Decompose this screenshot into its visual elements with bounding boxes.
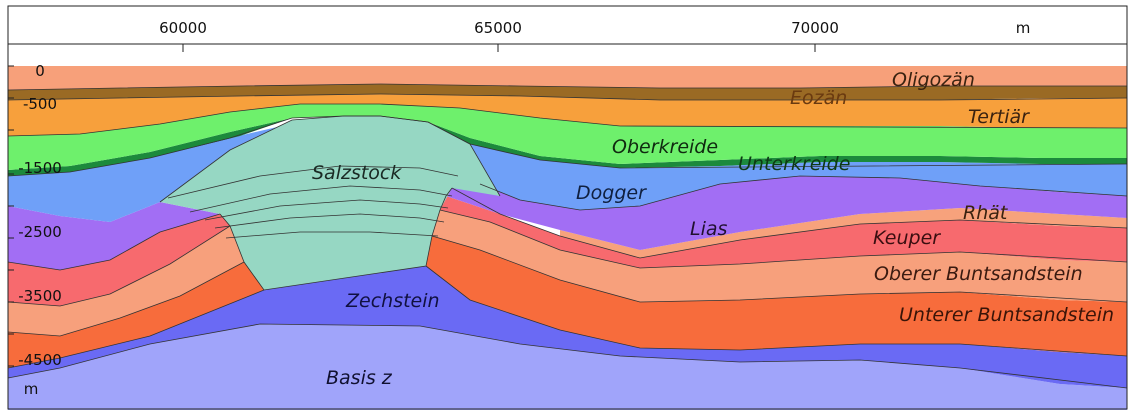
- label-lias: Lias: [690, 218, 728, 240]
- layer-salzstock: [160, 116, 500, 290]
- label-rhaet: Rhät: [963, 202, 1009, 224]
- layer-zechstein: [8, 266, 1127, 388]
- label-keuper: Keuper: [873, 227, 941, 249]
- y-tick-label: 0: [35, 62, 45, 80]
- layer-oligozaen: [8, 66, 1127, 90]
- layer-unterer-buntsandstein: [8, 236, 1127, 368]
- x-tick-label: 70000: [791, 19, 839, 37]
- label-basis: Basis z: [326, 367, 393, 389]
- y-axis-unit: m: [24, 380, 39, 398]
- label-salzstock: Salzstock: [312, 162, 402, 184]
- layer-rhaet: [560, 208, 1127, 258]
- layers: [8, 66, 1127, 410]
- x-axis-unit: m: [1016, 19, 1031, 37]
- layer-oberkreide: [8, 104, 1127, 170]
- axis-header-bg: [8, 6, 1127, 44]
- layer-labels: Oligozän Eozän Tertiär Oberkreide Unterk…: [312, 69, 1114, 389]
- label-tertiaer: Tertiär: [968, 106, 1030, 128]
- label-unterkreide: Unterkreide: [738, 153, 850, 175]
- boundary-lines: [7, 83, 1128, 389]
- layer-lias: [8, 176, 1127, 270]
- layer-eozaen: [8, 84, 1127, 100]
- label-oberkreide: Oberkreide: [612, 136, 718, 158]
- label-eozaen: Eozän: [790, 87, 847, 109]
- x-tick-label: 60000: [159, 19, 207, 37]
- x-axis: 60000 65000 70000 m: [159, 19, 1030, 52]
- y-tick-label: -4500: [18, 351, 62, 369]
- y-tick-label: -3500: [18, 287, 62, 305]
- y-tick-label: -500: [23, 95, 57, 113]
- label-zechstein: Zechstein: [345, 290, 440, 312]
- blank-band: [8, 44, 1127, 66]
- label-dogger: Dogger: [576, 182, 647, 204]
- layer-basis: [8, 324, 1127, 410]
- y-tick-label: -2500: [18, 223, 62, 241]
- label-oberer-buntsandstein: Oberer Buntsandstein: [874, 263, 1083, 285]
- plot-frame: [7, 5, 1128, 410]
- layer-keuper: [8, 196, 1127, 306]
- layer-unterkreide: [8, 118, 1127, 176]
- layer-tertiaer: [8, 94, 1127, 136]
- label-unterer-buntsandstein: Unterer Buntsandstein: [899, 304, 1114, 326]
- y-axis: 0 -500 -1500 -2500 -3500 -4500 m: [8, 62, 62, 398]
- label-oligozaen: Oligozän: [892, 69, 975, 91]
- x-tick-label: 65000: [474, 19, 522, 37]
- y-tick-label: -1500: [18, 159, 62, 177]
- layer-dogger: [8, 124, 1127, 222]
- layer-oberer-buntsandstein: [8, 210, 1127, 336]
